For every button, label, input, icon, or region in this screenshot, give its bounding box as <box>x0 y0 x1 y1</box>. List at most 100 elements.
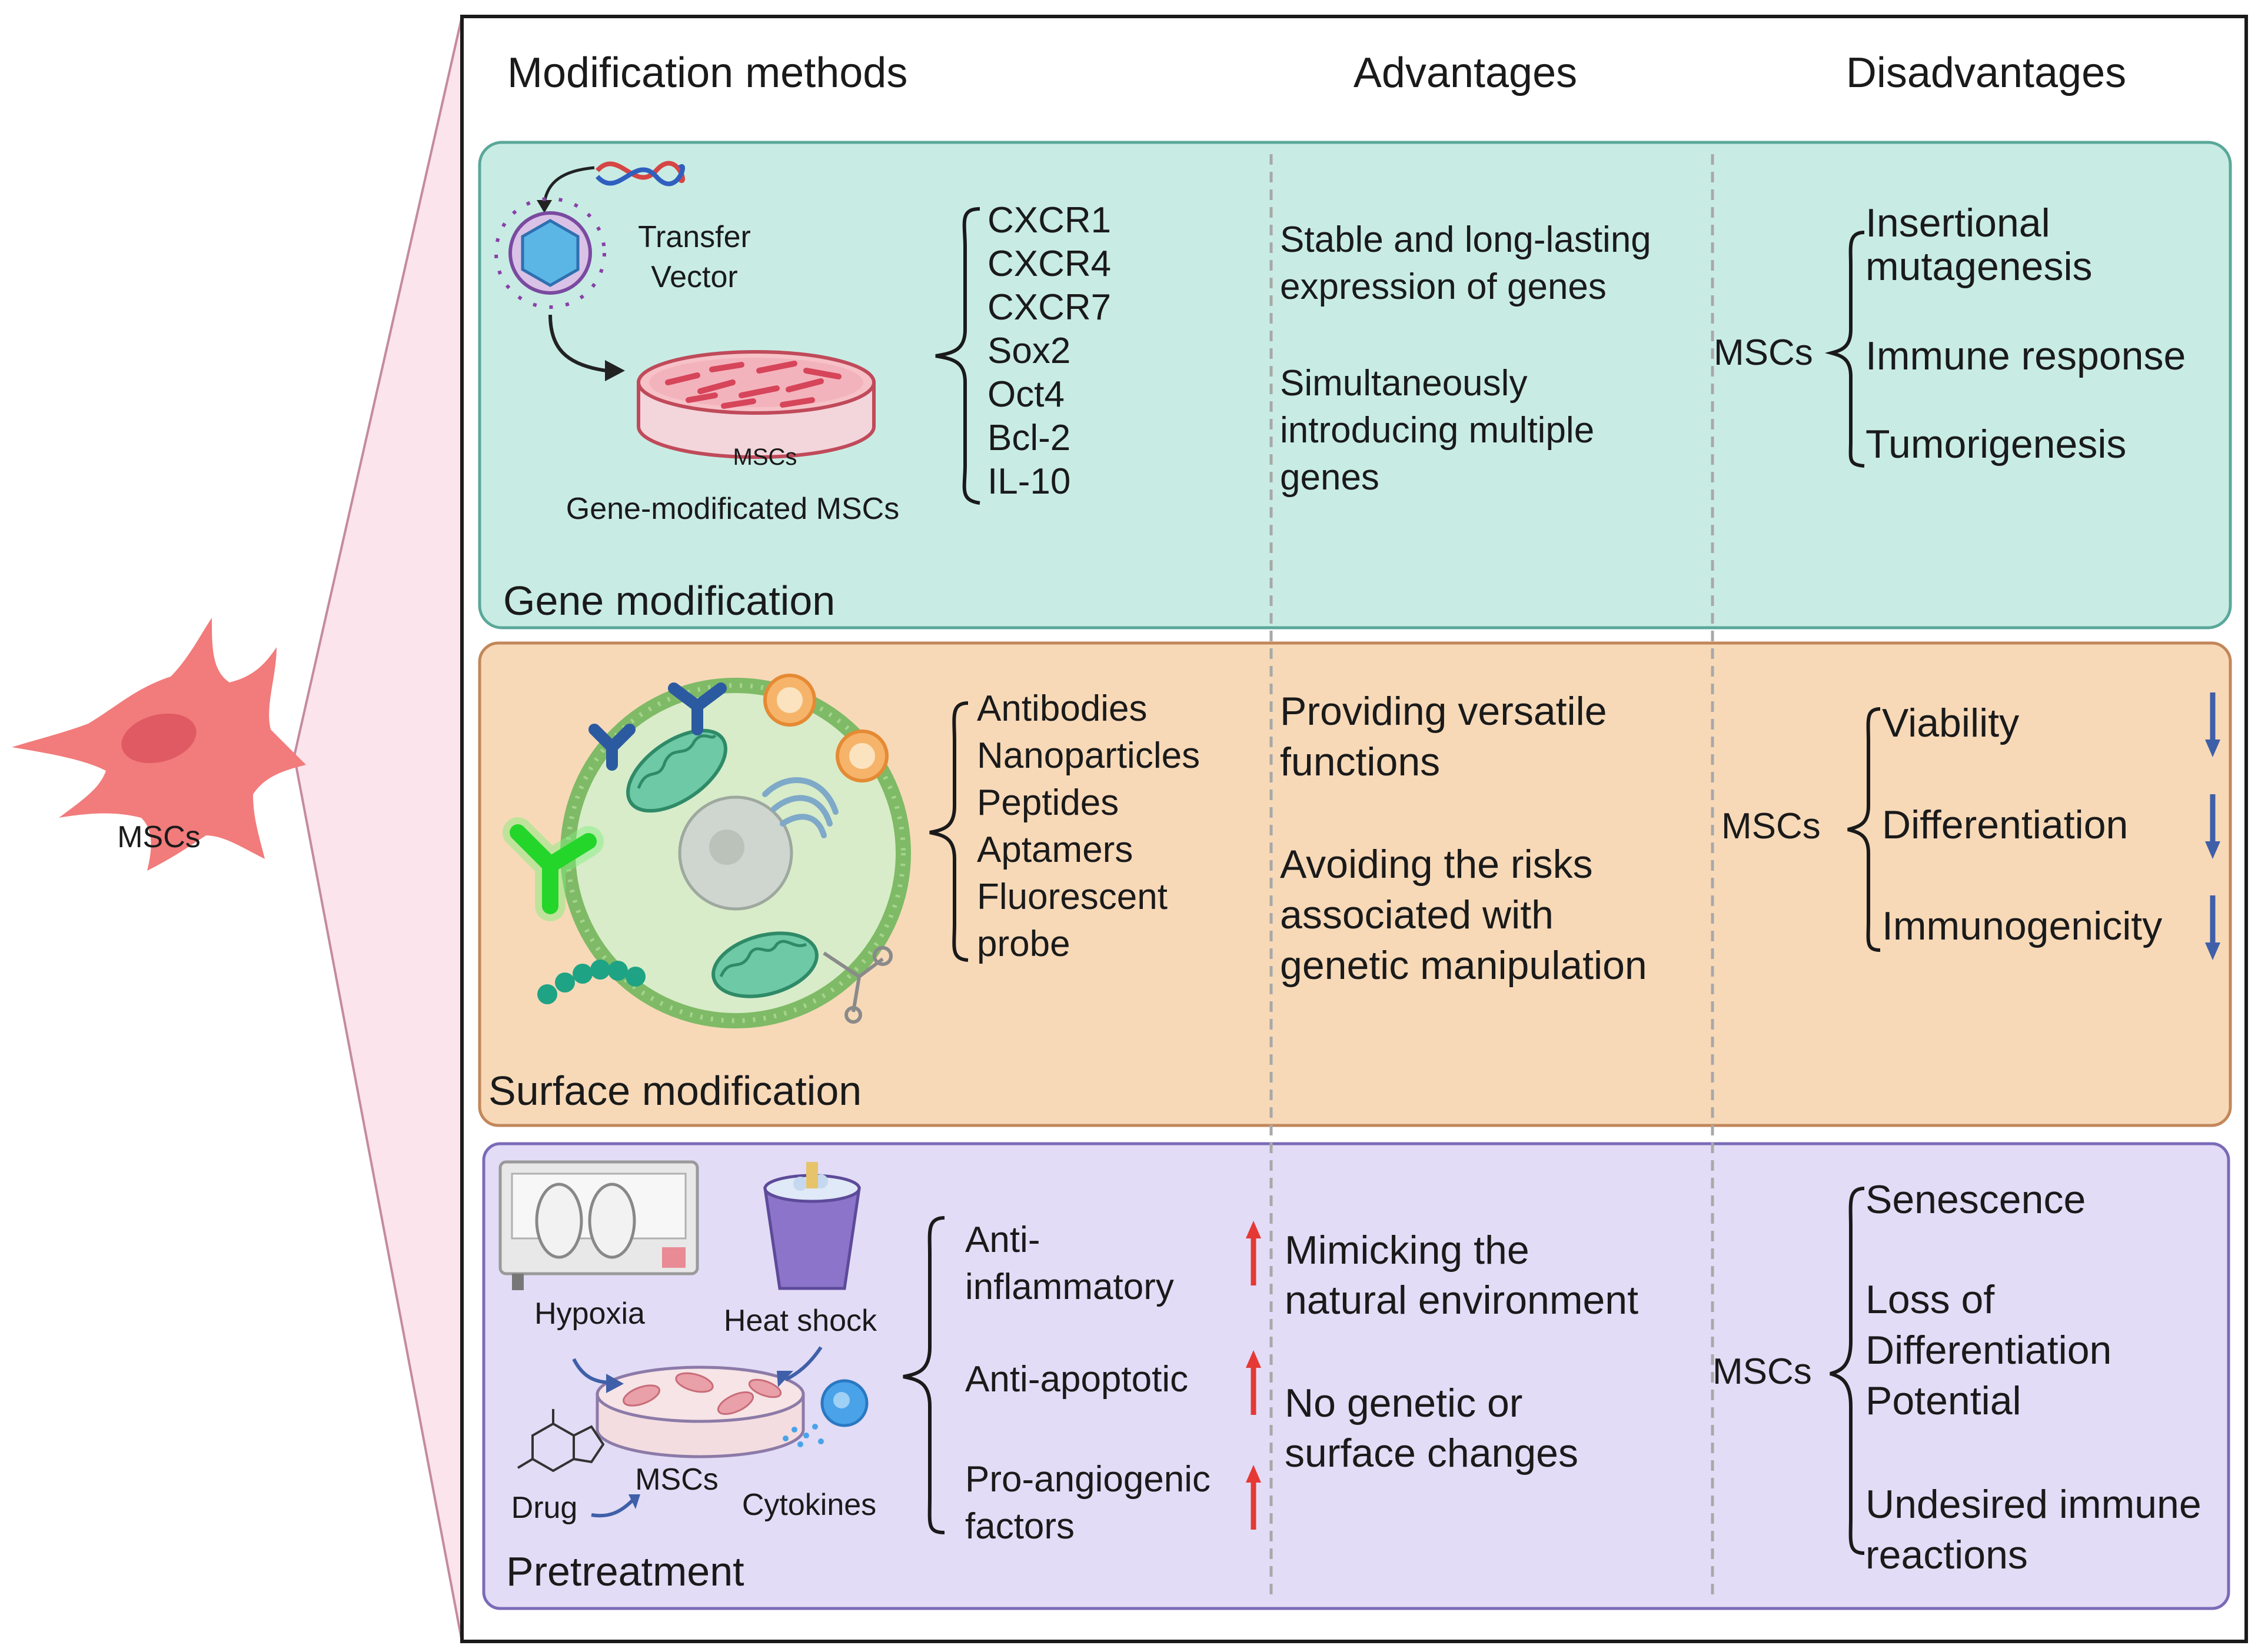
gene-disadvantage-3-line-1: Tumorigenesis <box>1865 422 2126 467</box>
drug-molecule-icon <box>517 1409 605 1473</box>
pretreatment-dish-icon <box>596 1365 805 1458</box>
gene-panel-title: Gene modification <box>503 578 835 624</box>
arrow-virus-to-dish <box>548 314 607 372</box>
cell-label: MSCs <box>117 820 201 854</box>
surface-agent-3: Peptides <box>977 782 1119 823</box>
arrow-dna-to-virus <box>543 166 595 204</box>
pretreatment-effects-brace <box>903 1216 945 1534</box>
gene-advantage-2-line-2: introducing multiple <box>1280 410 1594 451</box>
vector-label-1: Transfer <box>638 220 751 254</box>
surface-agent-list: AntibodiesNanoparticlesPeptidesAptamersF… <box>977 688 1200 964</box>
heat-shock-label: Heat shock <box>724 1304 877 1338</box>
pretreatment-effects: Anti-inflammatoryAnti-apoptoticPro-angio… <box>965 1220 1261 1547</box>
pretreatment-panel-title: Pretreatment <box>506 1548 744 1594</box>
pretreatment-advantage-2-line-2: surface changes <box>1285 1431 1578 1476</box>
up-arrow-icon <box>1246 1221 1261 1285</box>
dna-icon <box>595 161 685 186</box>
surface-agent-5: Fluorescent <box>977 877 1168 917</box>
msc-cell-icon <box>12 618 306 871</box>
gene-item-cxcr4: CXCR4 <box>987 244 1111 284</box>
gene-dis-brace <box>1824 231 1865 468</box>
surface-disadvantage-1: Viability <box>1882 701 2019 745</box>
gene-panel <box>478 141 2232 630</box>
gene-disadvantage-1-line-2: mutagenesis <box>1865 244 2093 289</box>
gene-dis-msc-label: MSCs <box>1714 332 1813 373</box>
pretreatment-disadvantage-3-line-2: reactions <box>1865 1533 2028 1577</box>
cytokine-icon <box>783 1379 869 1447</box>
surface-agent-1: Antibodies <box>977 688 1148 729</box>
antibody-icon <box>588 682 727 771</box>
pretreatment-effect-3-line-1: Pro-angiogenic <box>965 1459 1211 1500</box>
pretreatment-advantage-1-line-2: natural environment <box>1285 1278 1638 1323</box>
pretreatment-effect-1-line-2: inflammatory <box>965 1267 1174 1307</box>
surface-disadvantage-2: Differentiation <box>1882 802 2128 847</box>
surface-advantage-2-line-2: associated with <box>1280 892 1554 937</box>
gene-disadvantage-2-line-1: Immune response <box>1865 334 2186 378</box>
drug-label: Drug <box>511 1491 578 1525</box>
gene-advantages: Stable and long-lasting expression of gen… <box>1280 219 1651 498</box>
gene-dish-label: MSCs <box>733 444 797 470</box>
pretreatment-disadvantage-1-line-1: Senescence <box>1865 1177 2086 1222</box>
pretreatment-panel <box>482 1142 2230 1610</box>
surface-agent-4: Aptamers <box>977 830 1133 870</box>
header-advantages: Advantages <box>1354 49 1577 96</box>
header-disadvantages: Disadvantages <box>1846 49 2126 96</box>
gene-advantage-2-line-1: Simultaneously <box>1280 363 1527 404</box>
gene-advantage-2-line-3: genes <box>1280 457 1379 498</box>
pretreatment-effect-1-line-1: Anti- <box>965 1220 1040 1260</box>
cytokines-label: Cytokines <box>742 1488 876 1522</box>
hypoxia-label: Hypoxia <box>534 1297 645 1331</box>
nanoparticle-icon <box>763 674 889 782</box>
gene-dish-icon <box>637 350 876 459</box>
pretreatment-disadvantage-2-line-1: Loss of <box>1865 1277 1994 1322</box>
gene-item-cxcr1: CXCR1 <box>987 200 1111 241</box>
gene-disadvantage-1-line-1: Insertional <box>1865 201 2050 245</box>
surface-advantage-2-line-3: genetic manipulation <box>1280 943 1647 988</box>
pretreatment-disadvantage-2-line-2: Differentiation <box>1865 1328 2111 1373</box>
surface-disadvantage-3: Immunogenicity <box>1882 904 2162 948</box>
surface-advantage-2-line-1: Avoiding the risks <box>1280 842 1593 887</box>
gene-item-sox2: Sox2 <box>987 331 1070 371</box>
surface-agent-2: Nanoparticles <box>977 735 1200 776</box>
aptamer-icon <box>823 946 893 1024</box>
pretreatment-disadvantage-3-line-1: Undesired immune <box>1865 1482 2202 1527</box>
surface-panel-title: Surface modification <box>488 1068 862 1114</box>
surface-dis-brace <box>1847 707 1881 952</box>
pretreatment-dish-label: MSCs <box>635 1463 719 1497</box>
gene-dish-caption: Gene-modificated MSCs <box>566 492 899 526</box>
gene-item-bcl-2: Bcl-2 <box>987 418 1070 458</box>
pretreatment-dis-msc-label: MSCs <box>1712 1351 1812 1392</box>
surface-advantage-1-line-1: Providing versatile <box>1280 689 1607 734</box>
surface-cell-icon <box>560 678 911 1028</box>
gene-item-oct4: Oct4 <box>987 374 1065 415</box>
up-arrow-icon <box>1246 1350 1261 1415</box>
down-arrow-icon <box>2205 794 2220 859</box>
surface-agent-6: probe <box>977 924 1070 964</box>
surface-panel <box>478 641 2232 1127</box>
down-arrow-icon <box>2205 692 2220 757</box>
heat-shock-icon <box>763 1162 861 1290</box>
gene-item-il-10: IL-10 <box>987 461 1070 502</box>
peptide-chain-icon <box>537 960 646 1004</box>
pretreatment-advantage-1-line-1: Mimicking the <box>1285 1228 1529 1273</box>
gene-advantage-1-line-2: expression of genes <box>1280 267 1607 307</box>
pretreatment-effect-3-line-2: factors <box>965 1506 1075 1547</box>
gene-advantage-1-line-1: Stable and long-lasting <box>1280 219 1651 260</box>
vector-label-2: Vector <box>651 260 737 294</box>
surface-dis-msc-label: MSCs <box>1721 806 1821 847</box>
hypoxia-chamber-icon <box>498 1160 699 1290</box>
gene-list-brace <box>935 207 980 505</box>
header-modification-methods: Modification methods <box>507 49 907 96</box>
down-arrow-icon <box>2205 895 2220 960</box>
glowing-antibody-icon <box>503 817 604 921</box>
projection-wedge <box>292 16 463 1642</box>
surface-advantage-1-line-2: functions <box>1280 740 1440 784</box>
surface-list-brace <box>929 701 969 962</box>
